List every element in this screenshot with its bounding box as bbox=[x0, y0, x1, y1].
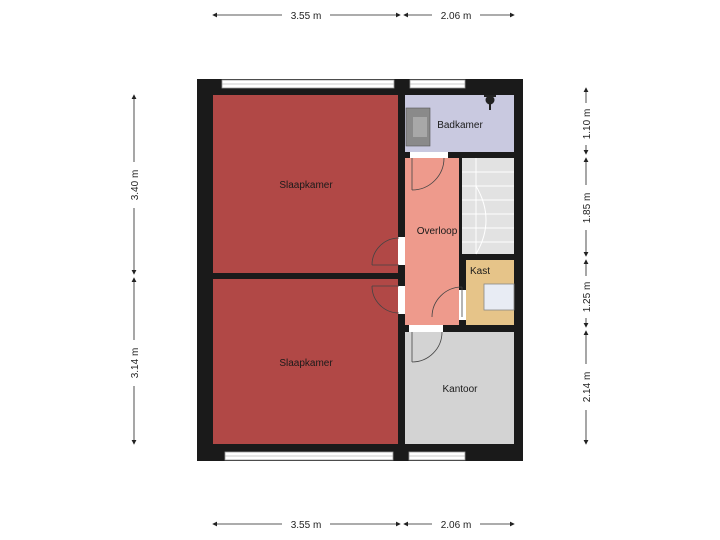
room-slaapkamer-top[interactable] bbox=[213, 95, 398, 273]
label-overloop: Overloop bbox=[417, 226, 458, 237]
window-bottom-right bbox=[408, 451, 466, 461]
room-overloop[interactable] bbox=[405, 158, 459, 325]
dim-label-right-1: 1.10 m bbox=[582, 109, 593, 140]
dim-label-bottom-left: 3.55 m bbox=[291, 520, 322, 531]
bath-inner bbox=[413, 117, 427, 137]
dim-label-right-4: 2.14 m bbox=[582, 372, 593, 403]
shower-icon bbox=[484, 95, 496, 110]
label-slaapkamer-top: Slaapkamer bbox=[279, 180, 333, 191]
dim-label-bottom-right: 2.06 m bbox=[441, 520, 472, 531]
dim-label-top-right: 2.06 m bbox=[441, 11, 472, 22]
door-slaapkamer-bottom[interactable] bbox=[371, 285, 405, 314]
dim-label-right-3: 1.25 m bbox=[582, 282, 593, 313]
room-slaapkamer-bottom[interactable] bbox=[213, 279, 398, 444]
dim-label-left-lower: 3.14 m bbox=[130, 348, 141, 379]
window-top-right bbox=[409, 79, 466, 89]
kast-shelf bbox=[483, 283, 515, 311]
dim-label-left-upper: 3.40 m bbox=[130, 170, 141, 201]
door-badkamer[interactable] bbox=[410, 152, 448, 191]
dim-label-right-2: 1.85 m bbox=[582, 193, 593, 224]
label-badkamer: Badkamer bbox=[437, 120, 483, 131]
stairs bbox=[462, 158, 514, 254]
room-kantoor[interactable] bbox=[405, 332, 514, 444]
label-kast: Kast bbox=[470, 266, 490, 277]
door-kantoor[interactable] bbox=[409, 325, 443, 363]
stair-treads bbox=[462, 158, 514, 255]
door-slaapkamer-top[interactable] bbox=[371, 237, 405, 266]
window-top-left bbox=[221, 79, 395, 89]
door-kast[interactable] bbox=[431, 286, 466, 320]
label-kantoor: Kantoor bbox=[442, 384, 478, 395]
window-bottom-left bbox=[224, 451, 394, 461]
dim-label-top-left: 3.55 m bbox=[291, 11, 322, 22]
label-slaapkamer-bottom: Slaapkamer bbox=[279, 358, 333, 369]
